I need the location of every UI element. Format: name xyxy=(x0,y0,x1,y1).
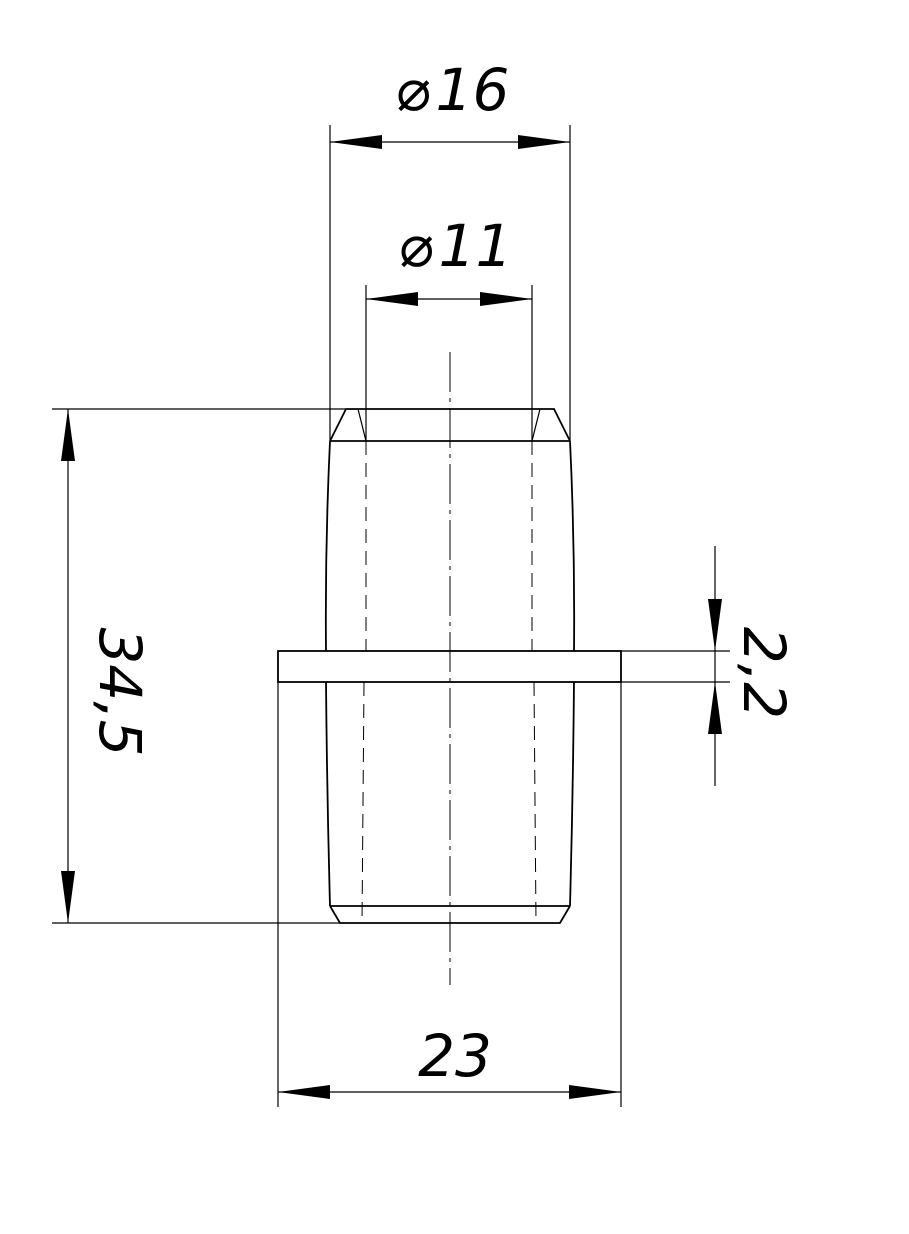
arrow-head xyxy=(61,409,75,461)
dimension-flange-width: 23 xyxy=(277,682,622,1107)
right-wall-lower xyxy=(569,681,575,907)
outer-diameter-value: 16 xyxy=(436,56,510,124)
arrow-head xyxy=(480,292,532,306)
bore-left-lower xyxy=(361,681,365,924)
dimension-flange-thickness: 2,2 xyxy=(621,546,798,786)
arrow-head xyxy=(518,135,570,149)
left-wall-upper xyxy=(324,440,331,652)
diameter-symbol: ⌀ xyxy=(398,212,433,280)
total-height-value: 34,5 xyxy=(86,627,154,756)
bore-top-left xyxy=(357,408,367,442)
arrow-head xyxy=(708,682,722,734)
arrow-head xyxy=(569,1085,621,1099)
inner-diameter-value: 11 xyxy=(439,212,513,280)
hidden-bore xyxy=(357,408,541,924)
arrow-head xyxy=(278,1085,330,1099)
right-wall-upper xyxy=(569,440,576,652)
dimension-inner-diameter: ⌀11 xyxy=(365,212,533,441)
dimension-total-height: 34,5 xyxy=(52,408,346,924)
arrow-head xyxy=(330,135,382,149)
outer-diameter-label: ⌀16 xyxy=(395,56,510,124)
flange-thickness-value: 2,2 xyxy=(730,627,798,719)
arrow-head xyxy=(366,292,418,306)
dimension-outer-diameter: ⌀16 xyxy=(329,56,571,441)
bore-top-right xyxy=(531,408,541,442)
arrow-head xyxy=(708,599,722,651)
diameter-symbol: ⌀ xyxy=(395,56,430,124)
left-wall-lower xyxy=(325,681,331,907)
flange-width-value: 23 xyxy=(418,1022,492,1090)
inner-diameter-label: ⌀11 xyxy=(398,212,513,280)
bore-right-lower xyxy=(533,681,537,924)
arrow-head xyxy=(61,871,75,923)
